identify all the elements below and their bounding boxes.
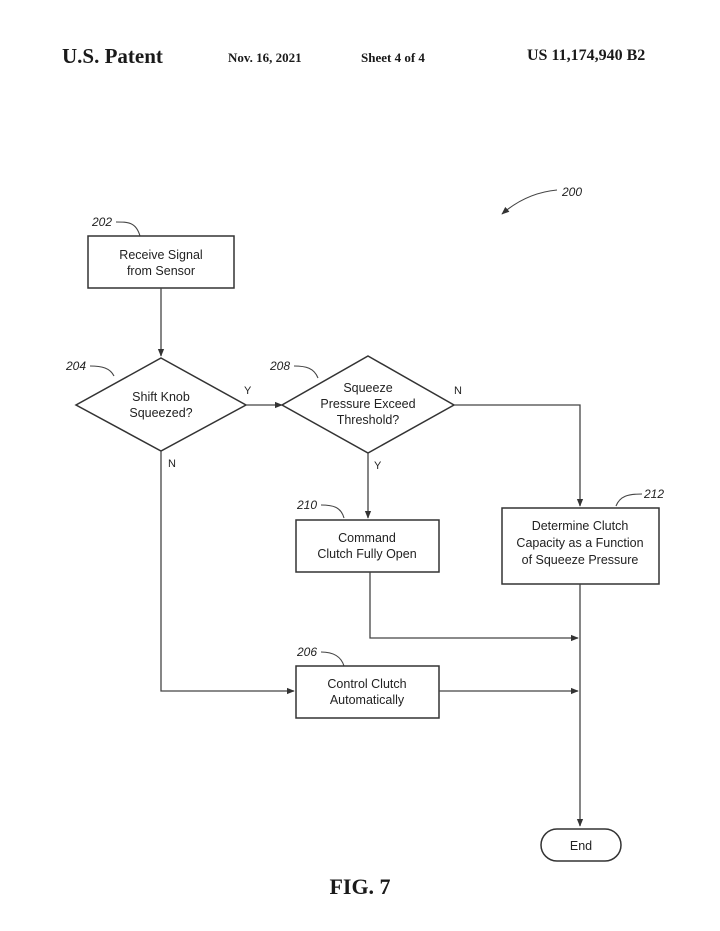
ref-206-leader [320,651,345,667]
patent-label: U.S. Patent [62,44,163,68]
step-210-line2: Clutch Fully Open [317,547,416,561]
step-206-box [295,665,440,719]
ref-204-label: 204 [65,359,86,373]
ref-204-leader [89,365,115,377]
ref-200-label: 200 [561,185,582,199]
patent-header: U.S. Patent Nov. 16, 2021 Sheet 4 of 4 U… [0,44,720,74]
ref-200-group: 200 [501,185,582,215]
decision-204-shift-knob-squeezed: 204 Shift Knob Squeezed? Y N [65,357,252,470]
ref-208-leader [293,365,319,379]
step-210-line1: Command [338,531,396,545]
connector-208-no-212 [454,404,584,507]
decision-204-no-label: N [168,458,176,470]
decision-208-line3: Threshold? [337,413,400,427]
ref-202-leader [115,221,141,237]
decision-204-line1: Shift Knob [132,390,190,404]
step-202-line2: from Sensor [127,264,195,278]
end-terminator-shape [540,828,622,862]
step-202-line1: Receive Signal [119,248,202,262]
sheet-number: Sheet 4 of 4 [361,50,425,65]
step-202-box [87,235,235,289]
ref-210-leader [320,504,345,519]
decision-208-no-label: N [454,385,462,397]
step-206-line1: Control Clutch [327,677,406,691]
ref-200-arrow [501,189,558,215]
connector-210-merge [369,572,579,642]
step-202-receive-signal: 202 Receive Signal from Sensor [87,215,235,289]
decision-208-pressure-threshold: 208 Squeeze Pressure Exceed Threshold? N… [269,355,462,472]
decision-204-line2: Squeezed? [129,406,192,420]
decision-208-line1: Squeeze [343,381,392,395]
ref-208-label: 208 [269,359,290,373]
decision-204-yes-label: Y [244,385,252,397]
decision-208-line2: Pressure Exceed [320,397,415,411]
step-212-determine-clutch-capacity: 212 Determine Clutch Capacity as a Funct… [501,487,664,585]
step-210-command-clutch-open: 210 Command Clutch Fully Open [295,498,440,573]
ref-210-label: 210 [296,498,317,512]
step-210-box [295,519,440,573]
patent-date: Nov. 16, 2021 [228,50,302,65]
ref-202-label: 202 [91,215,112,229]
step-206-control-clutch-automatically: 206 Control Clutch Automatically [295,645,440,719]
patent-number: US 11,174,940 B2 [527,47,646,64]
step-212-line2: Capacity as a Function [516,536,643,550]
ref-212-label: 212 [643,487,664,501]
step-206-line2: Automatically [330,693,405,707]
step-212-line3: of Squeeze Pressure [522,553,639,567]
decision-208-yes-label: Y [374,460,382,472]
step-212-line1: Determine Clutch [532,519,629,533]
step-212-box [501,507,660,585]
connector-204-no-206 [160,451,295,695]
end-label: End [570,839,592,853]
figure-label: FIG. 7 [329,874,391,899]
ref-206-label: 206 [296,645,317,659]
decision-204-diamond [74,357,248,452]
ref-212-leader [615,493,643,507]
end-terminator: End [540,828,622,862]
